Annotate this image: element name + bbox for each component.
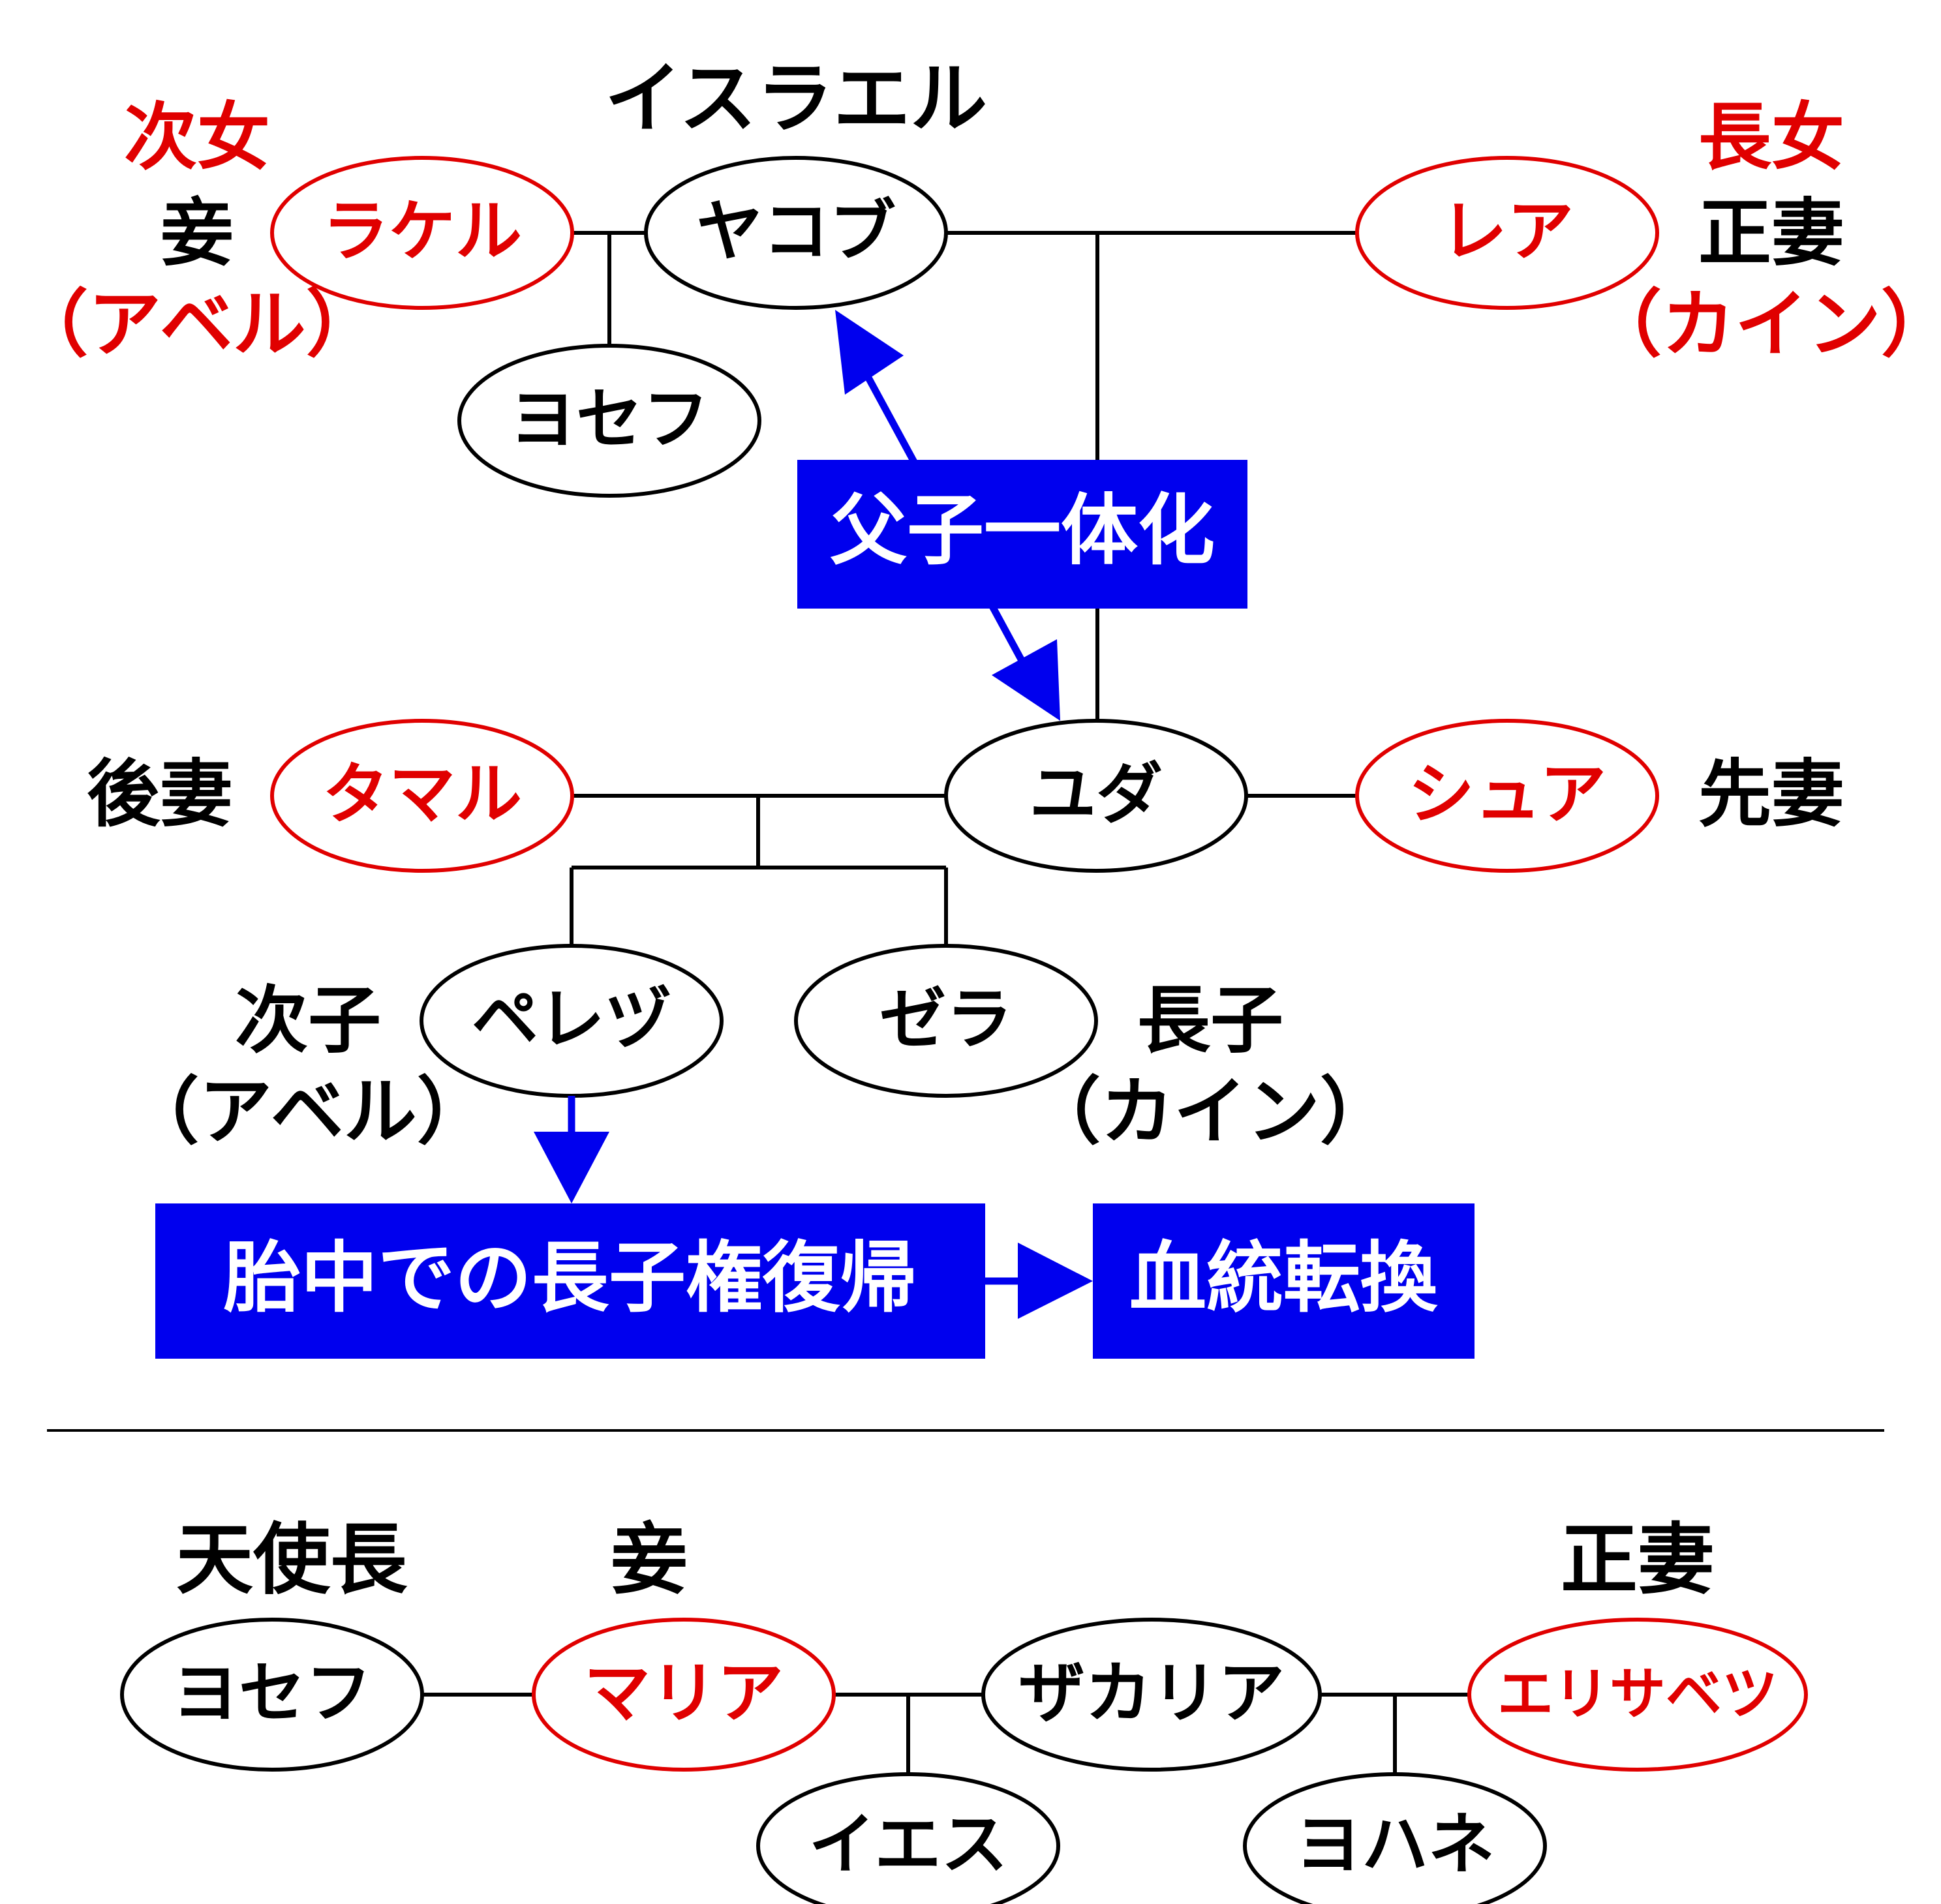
- arrow-lineage-head-icon: [1018, 1243, 1093, 1319]
- israel-label: イスラエル: [605, 53, 987, 144]
- leah-order-label: 長女: [1698, 95, 1844, 180]
- tamar-role-label: 後妻: [87, 752, 233, 837]
- leah-role-label: 正妻: [1698, 191, 1844, 276]
- rachel-node-label: ラケル: [322, 193, 522, 271]
- shua-node: [1355, 719, 1659, 873]
- mary-node: [532, 1618, 836, 1772]
- zerah-order-label: 長子: [1137, 978, 1283, 1063]
- jesus-node-label: イエス: [809, 1806, 1008, 1884]
- restoration-box: [155, 1203, 985, 1359]
- arrow-head-down-icon: [992, 639, 1060, 721]
- leah-type-label: （カイン）: [1589, 282, 1941, 367]
- judah-node: [944, 719, 1248, 873]
- john-node-label: ヨハネ: [1295, 1806, 1495, 1884]
- shua-node-label: シュア: [1408, 756, 1606, 834]
- leah-node-label: レア: [1441, 193, 1574, 271]
- joseph-node-bottom: [120, 1618, 424, 1772]
- judah-node-label: ユダ: [1030, 756, 1163, 834]
- tamar-node-label: タマル: [322, 756, 522, 834]
- zerah-node: [794, 944, 1098, 1098]
- rachel-node: [270, 156, 574, 310]
- jacob-node-label: ヤコブ: [696, 193, 896, 271]
- mary-role-label: 妾: [611, 1515, 688, 1605]
- tamar-node: [270, 719, 574, 873]
- john-node: [1243, 1772, 1547, 1904]
- lineage-box-label: 血統転換: [1129, 1233, 1438, 1323]
- unity-box: [797, 460, 1247, 609]
- zerah-type-label: （カイン）: [1028, 1070, 1393, 1155]
- shua-role-label: 先妻: [1698, 752, 1844, 837]
- arrow-perez-head-icon: [534, 1132, 609, 1203]
- joseph-role-label: 天使長: [176, 1515, 408, 1605]
- elizabeth-node-label: エリサベツ: [1497, 1661, 1778, 1727]
- jacob-node: [644, 156, 948, 310]
- elizabeth-role-label: 正妻: [1561, 1515, 1715, 1605]
- joseph-node-top-label: ヨセフ: [510, 381, 709, 459]
- zechariah-node-label: ザカリア: [1018, 1655, 1285, 1732]
- jesus-node: [756, 1772, 1060, 1904]
- elizabeth-node: [1467, 1618, 1808, 1772]
- zechariah-node: [981, 1618, 1322, 1772]
- rachel-role-label: 妾: [160, 191, 234, 276]
- joseph-node-top: [457, 344, 761, 498]
- rachel-order-label: 次女: [124, 95, 270, 180]
- restoration-box-label: 胎中での長子権復帰: [224, 1233, 917, 1323]
- arrow-head-up-icon: [835, 310, 904, 395]
- rachel-type-label: （アベル）: [15, 282, 379, 367]
- perez-node-label: ペレヅ: [472, 981, 671, 1059]
- perez-order-label: 次子: [235, 978, 381, 1063]
- zerah-node-label: ゼラ: [879, 981, 1013, 1059]
- perez-type-label: （アベル）: [126, 1070, 490, 1155]
- mary-node-label: マリア: [584, 1655, 784, 1732]
- leah-node: [1355, 156, 1659, 310]
- lineage-box: [1093, 1203, 1475, 1359]
- joseph-node-bottom-label: ヨセフ: [172, 1655, 372, 1732]
- unity-box-label: 父子一体化: [830, 485, 1215, 575]
